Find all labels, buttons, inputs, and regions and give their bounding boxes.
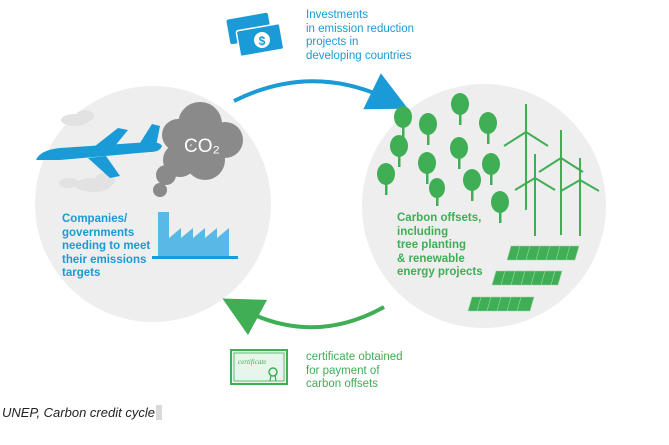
- top-text: Investments in emission reduction projec…: [306, 9, 414, 63]
- top-text-line: developing countries: [306, 49, 412, 62]
- left-text: Companies/ governments needing to meet t…: [62, 213, 150, 281]
- caption-text: UNEP, Carbon credit cycle: [2, 405, 155, 420]
- caption: UNEP, Carbon credit cycle: [2, 405, 162, 420]
- right-text-line: including: [397, 225, 449, 238]
- bottom-text-line: certificate obtained: [306, 351, 403, 363]
- factory-icon: [152, 212, 238, 259]
- text-cursor: [155, 405, 162, 420]
- top-text-line: Investments: [306, 9, 368, 21]
- certificate-icon: [230, 349, 288, 385]
- bottom-arrow: [222, 298, 385, 336]
- bottom-text-line: for payment of: [306, 364, 380, 377]
- svg-text:$: $: [259, 34, 266, 48]
- trees: [377, 93, 509, 223]
- bottom-text-line: carbon offsets: [306, 378, 379, 390]
- left-text-line: governments: [62, 226, 135, 239]
- certificate-label: certificate: [238, 358, 267, 366]
- money-icon: $: [226, 12, 285, 58]
- bottom-text: certificate obtained for payment of carb…: [306, 351, 403, 392]
- co2-label: CO₂: [184, 136, 220, 157]
- left-text-line: targets: [62, 267, 101, 279]
- wind-turbines: [503, 104, 600, 236]
- left-text-line: needing to meet: [62, 240, 151, 252]
- right-text: Carbon offsets, including tree planting …: [397, 212, 483, 280]
- small-clouds: [59, 110, 115, 192]
- top-text-line: in emission reduction: [306, 22, 415, 35]
- left-text-line: their emissions: [62, 253, 147, 266]
- co2-cloud: [153, 102, 243, 197]
- solar-panels: [467, 245, 580, 312]
- left-text-line: Companies/: [62, 213, 128, 225]
- top-arrow: [233, 73, 408, 110]
- right-text-line: tree planting: [397, 239, 467, 251]
- right-text-line: Carbon offsets,: [397, 212, 482, 224]
- right-text-line: & renewable: [397, 252, 465, 265]
- right-text-line: energy projects: [397, 266, 483, 278]
- top-text-line: projects in: [306, 36, 359, 48]
- airplane-icon: [36, 124, 162, 178]
